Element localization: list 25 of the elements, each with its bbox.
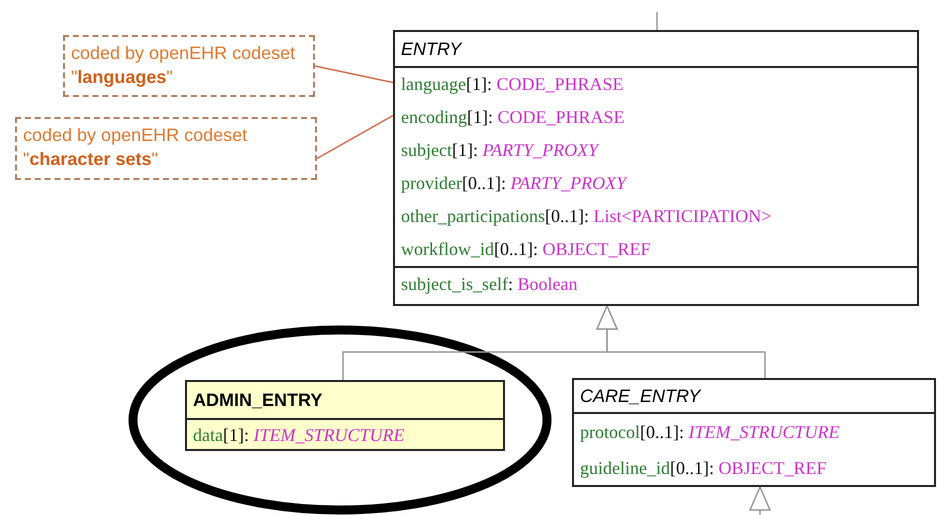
attribute-text: subject_is_self: Boolean xyxy=(395,266,917,301)
connector-line xyxy=(656,12,658,30)
attribute-text: other_participations[0..1]: List<PARTICIPATION> xyxy=(400,205,772,228)
class-name: ENTRY xyxy=(400,38,464,60)
attribute-text: data[1]: ITEM_STRUCTURE xyxy=(187,418,503,451)
attribute-text: subject[1]: PARTY_PROXY xyxy=(400,139,601,162)
attribute-text: protocol[0..1]: ITEM_STRUCTURE xyxy=(574,412,934,450)
note-text: coded by openEHR codeset "character sets" xyxy=(23,124,248,171)
connector-line xyxy=(316,114,394,160)
inheritance-arrow xyxy=(749,486,771,515)
uml-class-box xyxy=(185,380,505,451)
attribute-text: workflow_id[0..1]: OBJECT_REF xyxy=(400,238,652,261)
inheritance-arrow xyxy=(596,305,766,378)
attribute-text: provider[0..1]: PARTY_PROXY xyxy=(400,172,629,195)
attribute-text: guideline_id[0..1]: OBJECT_REF xyxy=(579,457,828,480)
class-name: ADMIN_ENTRY xyxy=(192,388,324,412)
connector-line xyxy=(314,65,394,84)
uml-class-box xyxy=(393,30,919,306)
attribute-text: encoding[1]: CODE_PHRASE xyxy=(400,106,626,129)
dashed-note-box xyxy=(63,35,315,97)
dashed-note-box xyxy=(15,117,317,180)
note-text: coded by openEHR codeset "languages" xyxy=(71,42,296,89)
attribute-text: language[1]: CODE_PHRASE xyxy=(395,66,917,101)
class-name: CARE_ENTRY xyxy=(579,384,702,408)
uml-class-box xyxy=(572,378,936,487)
